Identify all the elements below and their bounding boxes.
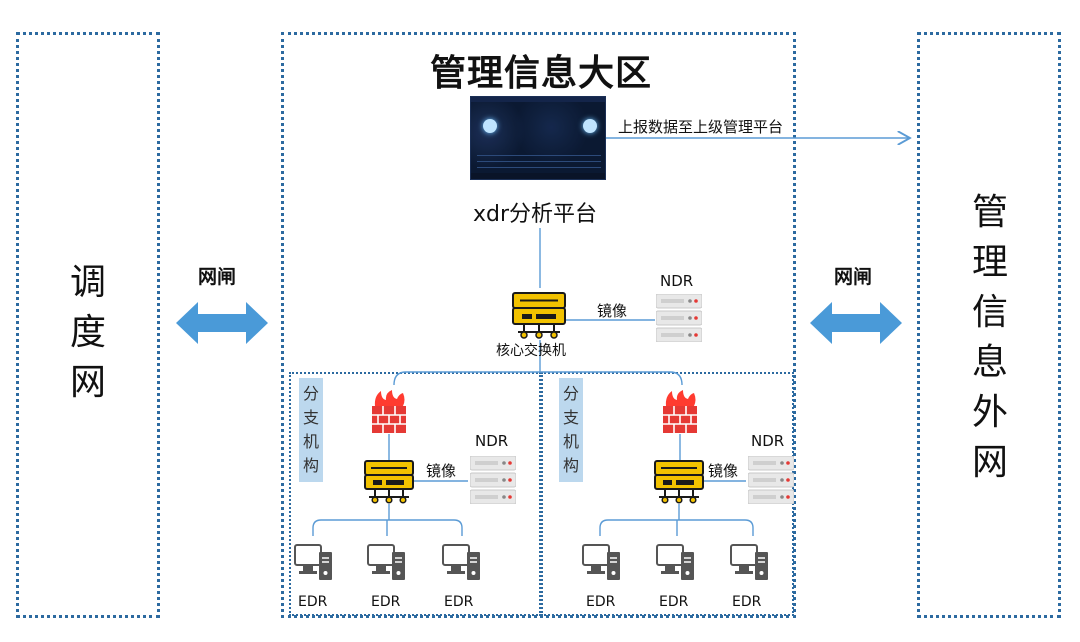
gateway-left-label: 网闸 — [198, 266, 237, 288]
branch-left-endpoint-1-icon — [294, 544, 332, 580]
branch-right-endpoint-3-icon — [730, 544, 768, 580]
dispatch-network-zone — [16, 32, 160, 618]
branch-right-firewall-icon — [663, 390, 697, 433]
branch-right-ndr-server-icon — [748, 456, 794, 504]
core-mirror-label: 镜像 — [597, 302, 628, 320]
dispatch-network-label: 调 度 网 — [69, 262, 106, 403]
external-network-zone — [917, 32, 1061, 618]
branch-zone-left — [289, 372, 541, 616]
branch-left-endpoint-3-label: EDR — [444, 594, 474, 610]
report-upstream-label: 上报数据至上级管理平台 — [618, 118, 784, 136]
dashboard-globe-right-icon — [583, 119, 597, 133]
branch-left-switch-icon — [364, 460, 414, 504]
core-ndr-server-icon — [656, 294, 702, 342]
branch-right-switch-icon — [654, 460, 704, 504]
xdr-dashboard-screenshot — [470, 96, 606, 180]
branch-left-endpoint-bus — [312, 519, 463, 536]
branch-right-endpoint-3-label: EDR — [732, 594, 762, 610]
gateway-right-label: 网闸 — [834, 266, 873, 288]
branch-right-endpoint-1-icon — [582, 544, 620, 580]
branch-left-firewall-icon — [372, 390, 406, 433]
branch-left-endpoint-1-label: EDR — [298, 594, 328, 610]
management-zone-title: 管理信息大区 — [430, 53, 653, 94]
branch-right-endpoint-2-icon — [656, 544, 694, 580]
dashboard-globe-left-icon — [483, 119, 497, 133]
xdr-platform-label: xdr分析平台 — [473, 202, 598, 227]
branch-left-endpoint-2-label: EDR — [371, 594, 401, 610]
management-zone — [281, 32, 796, 618]
branch-right-endpoint-2-label: EDR — [659, 594, 689, 610]
branch-right-tag: 分 支 机 构 — [559, 378, 583, 482]
core-switch-icon — [512, 292, 566, 339]
branch-right-endpoint-bus — [599, 519, 754, 536]
branch-right-mirror-label: 镜像 — [708, 462, 739, 480]
branch-right-ndr-label: NDR — [751, 432, 785, 450]
branch-split-link — [393, 371, 683, 386]
gateway-right-arrow — [810, 302, 902, 344]
external-network-label: 管 理 信 息 外 网 — [971, 192, 1008, 483]
branch-left-tag: 分 支 机 构 — [299, 378, 323, 482]
branch-left-ndr-label: NDR — [475, 432, 509, 450]
gateway-left-arrow — [176, 302, 268, 344]
branch-left-endpoint-3-icon — [442, 544, 480, 580]
branch-left-endpoint-2-icon — [367, 544, 405, 580]
branch-right-endpoint-1-label: EDR — [586, 594, 616, 610]
core-ndr-label: NDR — [660, 272, 694, 290]
branch-left-mirror-label: 镜像 — [426, 462, 457, 480]
branch-left-ndr-server-icon — [470, 456, 516, 504]
core-switch-label: 核心交换机 — [496, 343, 566, 359]
